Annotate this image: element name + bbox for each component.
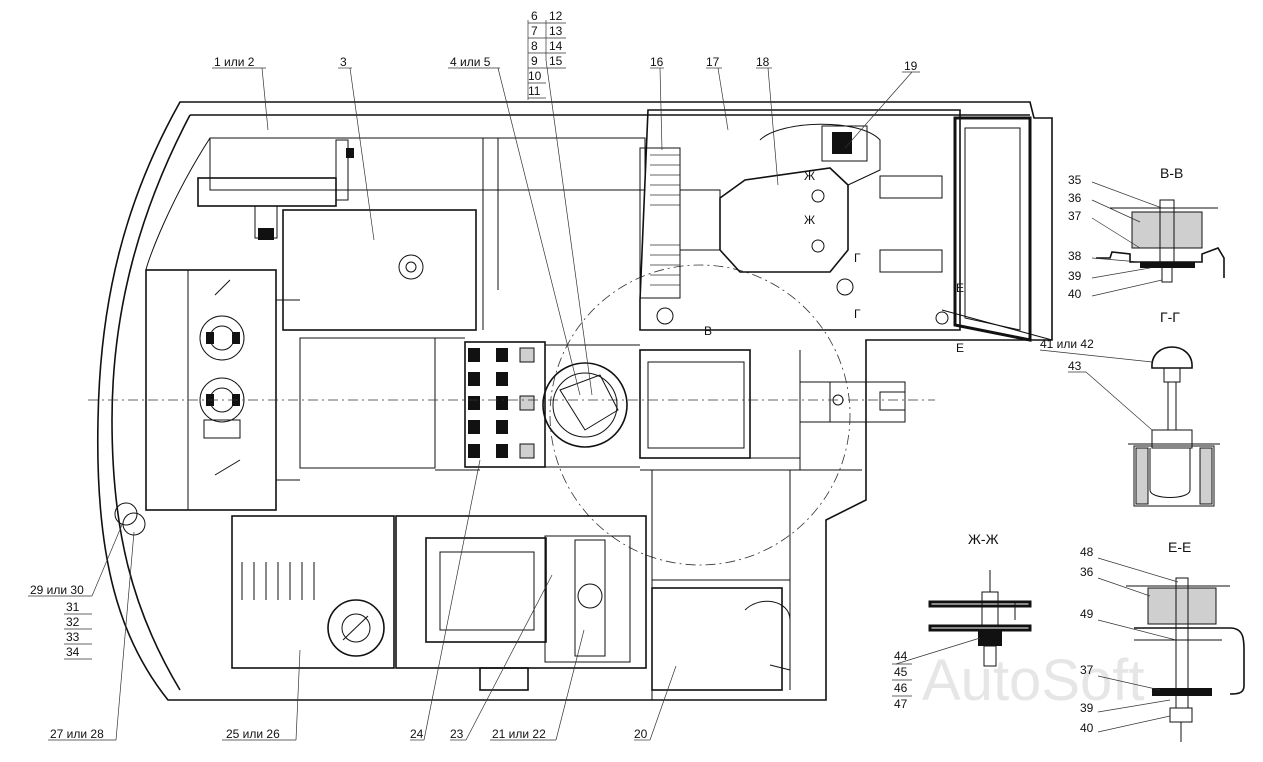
callout-15: 15 <box>549 54 563 68</box>
callout-20: 20 <box>634 727 648 741</box>
section-g-g-title: Г-Г <box>1160 309 1180 325</box>
callout-7: 7 <box>531 24 538 38</box>
callout-13: 13 <box>549 24 563 38</box>
callout-48: 48 <box>1080 545 1094 559</box>
callout-36-ee: 36 <box>1080 565 1094 579</box>
callout-10: 10 <box>528 69 542 83</box>
callout-37-ee: 37 <box>1080 663 1094 677</box>
callout-14: 14 <box>549 39 563 53</box>
left-panel <box>145 269 436 511</box>
cut-mark-e-upper: Е <box>956 281 964 295</box>
callout-32: 32 <box>66 615 80 629</box>
cut-mark-g-lower: Г <box>854 307 861 321</box>
callout-3: 3 <box>340 55 347 69</box>
callout-43: 43 <box>1068 359 1082 373</box>
callout-stack-6-15: 6 7 8 9 10 11 12 13 14 15 <box>528 9 566 99</box>
callout-9: 9 <box>531 54 538 68</box>
callout-46: 46 <box>894 681 908 695</box>
cut-mark-v: В <box>704 324 712 338</box>
section-g-g: Г-Г 41 или 42 43 <box>1039 309 1220 507</box>
callout-34: 34 <box>66 645 80 659</box>
bottom-left-unit <box>231 515 395 669</box>
cut-mark-zh-lower: Ж <box>804 213 815 227</box>
callout-19: 19 <box>904 59 918 73</box>
callout-23: 23 <box>450 727 464 741</box>
section-v-v: В-В 35 36 37 38 39 40 <box>1068 165 1225 301</box>
callout-8: 8 <box>531 39 538 53</box>
callout-39-vv: 39 <box>1068 269 1082 283</box>
bottom-right-unit <box>651 470 791 700</box>
callout-36-vv: 36 <box>1068 191 1082 205</box>
callout-1-2: 1 или 2 <box>214 55 255 69</box>
callout-12: 12 <box>549 9 563 23</box>
box-item-3 <box>282 138 499 331</box>
center-rotor <box>542 344 906 471</box>
callout-37-vv: 37 <box>1068 209 1082 223</box>
callout-47: 47 <box>894 697 908 711</box>
callout-4-5: 4 или 5 <box>450 55 491 69</box>
connector-column <box>435 337 546 471</box>
section-zh-zh: Ж-Ж 44 45 46 47 <box>892 531 1032 711</box>
cut-mark-e-lower: Е <box>956 341 964 355</box>
callout-33: 33 <box>66 630 80 644</box>
cut-mark-zh-upper: Ж <box>804 169 815 183</box>
callout-31: 31 <box>66 600 80 614</box>
cut-mark-g-upper: Г <box>854 251 861 265</box>
right-top-unit <box>639 109 1053 342</box>
callout-27-28: 27 или 28 <box>50 727 104 741</box>
leader-lines <box>28 20 920 741</box>
callout-18: 18 <box>756 55 770 69</box>
rotation-trace <box>549 264 851 566</box>
housing-outline <box>96 101 1053 701</box>
callout-41-42: 41 или 42 <box>1040 337 1094 351</box>
callout-39-ee: 39 <box>1080 701 1094 715</box>
left-edge-fitting <box>114 502 138 526</box>
callout-38: 38 <box>1068 249 1082 263</box>
callout-49: 49 <box>1080 607 1094 621</box>
callout-35: 35 <box>1068 173 1082 187</box>
bottom-middle-unit <box>395 515 647 691</box>
section-zh-zh-title: Ж-Ж <box>968 531 999 547</box>
watermark: AutoSoft <box>922 648 1144 713</box>
callout-44: 44 <box>894 649 908 663</box>
callout-45: 45 <box>894 665 908 679</box>
callout-16: 16 <box>650 55 664 69</box>
callout-17: 17 <box>706 55 720 69</box>
callout-24: 24 <box>410 727 424 741</box>
callout-40-vv: 40 <box>1068 287 1082 301</box>
callout-6: 6 <box>531 9 538 23</box>
section-e-e-title: Е-Е <box>1168 539 1191 555</box>
section-v-v-title: В-В <box>1160 165 1183 181</box>
callout-25-26: 25 или 26 <box>226 727 280 741</box>
callout-11: 11 <box>528 84 541 98</box>
callout-40-ee: 40 <box>1080 721 1094 735</box>
section-e-e: Е-Е 48 36 49 37 39 40 <box>1080 539 1245 742</box>
callout-stack-29-34: 29 или 30 31 32 33 34 <box>30 583 92 660</box>
left-edge-fitting-2 <box>122 512 146 536</box>
callout-21-22: 21 или 22 <box>492 727 546 741</box>
callout-29-30: 29 или 30 <box>30 583 84 597</box>
top-left-box <box>197 139 354 240</box>
